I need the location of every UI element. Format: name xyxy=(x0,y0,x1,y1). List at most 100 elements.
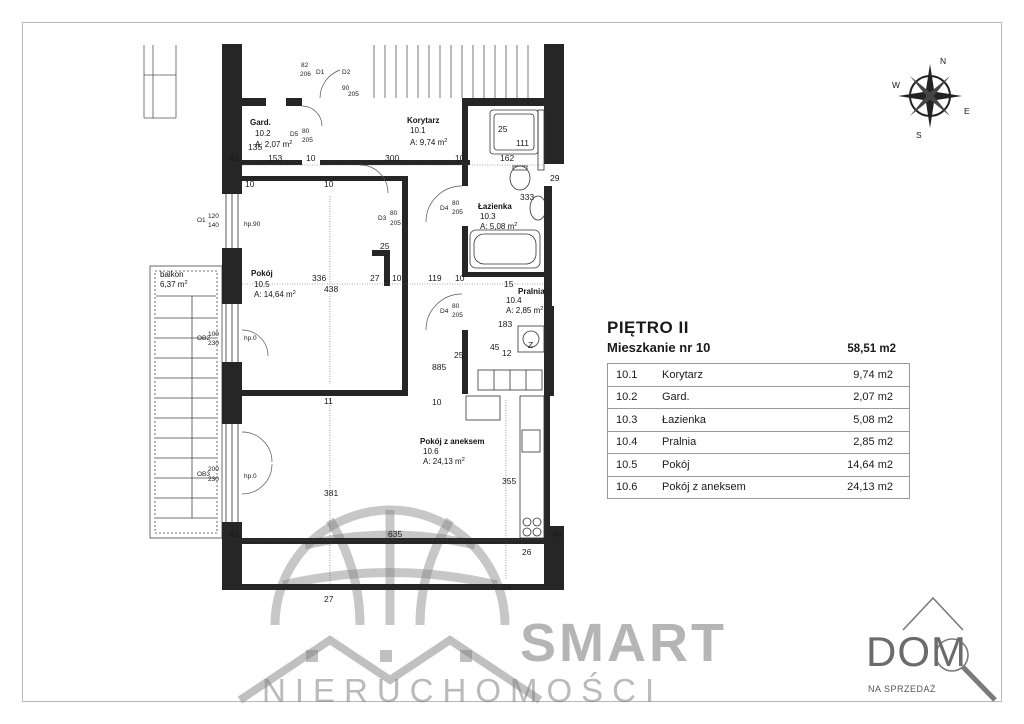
room-num: 10.4 xyxy=(607,430,654,454)
label-korytarz-name: Korytarz xyxy=(407,116,439,125)
door-d4a: D4 xyxy=(440,205,449,212)
washer-z: Z xyxy=(528,340,533,350)
label-aneks-area: A: 24,13 m2 xyxy=(423,457,465,466)
dim-11: 11 xyxy=(324,396,333,406)
label-pokoj-name: Pokój xyxy=(251,269,273,278)
door-d1: D1 xyxy=(316,69,325,76)
compass-w: W xyxy=(892,80,900,90)
window-ob3-w: 200 xyxy=(208,466,219,473)
dim-27a: 27 xyxy=(370,273,380,283)
room-name: Pokój xyxy=(654,453,804,477)
area-superscript: 2 xyxy=(289,140,292,146)
dim-183: 183 xyxy=(498,319,512,329)
door-h205-d3: 205 xyxy=(390,220,401,227)
window-ob2-h: 230 xyxy=(208,340,219,347)
label-pokoj-area: A: 14,64 m2 xyxy=(254,290,296,299)
label-gard-area: A: 2,07 m2 xyxy=(255,140,292,149)
label-lazienka-name: Łazienka xyxy=(478,202,512,211)
door-w80-d5: 80 xyxy=(302,128,310,135)
total-area: 58,51 m2 xyxy=(847,343,896,355)
label-lazienka-num: 10.3 xyxy=(480,212,496,221)
dim-635: 635 xyxy=(388,529,402,539)
door-d3: D3 xyxy=(378,215,387,222)
window-o1-h: 140 xyxy=(208,222,219,229)
window-o1: O1 xyxy=(197,217,206,224)
dim-10b: 10 xyxy=(455,153,465,163)
label-aneks-name: Pokój z aneksem xyxy=(420,437,484,446)
label-balkon-area: 6,37 m2 xyxy=(160,280,188,289)
door-w82: 82 xyxy=(301,62,309,69)
label-gard-name: Gard. xyxy=(250,118,271,127)
dim-25c: 25 xyxy=(454,350,464,360)
door-d4b: D4 xyxy=(440,308,449,315)
label-pralnia-name: Pralnia xyxy=(518,287,545,296)
dim-885: 885 xyxy=(432,362,446,372)
dim-135: 135 xyxy=(248,142,262,152)
dim-45: 45 xyxy=(490,342,500,352)
dim-119: 119 xyxy=(428,273,442,283)
label-aneks-num: 10.6 xyxy=(423,447,439,456)
area-superscript: 2 xyxy=(184,280,187,286)
door-w80-d3: 80 xyxy=(390,210,398,217)
door-d2: D2 xyxy=(342,69,351,76)
door-d5: D5 xyxy=(290,131,299,138)
bathroom-fixtures xyxy=(469,109,547,391)
room-name: Korytarz xyxy=(654,363,804,387)
dim-381: 381 xyxy=(324,488,338,498)
window-hp90: hp.90 xyxy=(244,221,261,228)
dim-10c: 10 xyxy=(245,179,255,189)
dom-brand-name: DOM xyxy=(866,628,967,675)
door-w80-d4a: 80 xyxy=(452,200,460,207)
dim-153: 153 xyxy=(268,153,282,163)
dim-111: 111 xyxy=(516,138,529,148)
dim-438: 438 xyxy=(324,284,338,294)
dom-logo xyxy=(902,596,997,702)
room-area: 2,07 m2 xyxy=(803,385,910,409)
room-area: 24,13 m2 xyxy=(803,475,910,499)
window-squares-watermark xyxy=(306,650,472,662)
dim-25a: 25 xyxy=(498,124,508,134)
room-area: 9,74 m2 xyxy=(803,363,910,387)
area-summary: PIĘTRO II Mieszkanie nr 10 58,51 m2 10.1… xyxy=(607,318,910,499)
dim-10f: 10 xyxy=(455,273,465,283)
dim-26b: 26 xyxy=(502,582,512,592)
smart-houses-watermark xyxy=(237,635,543,704)
area-superscript: 2 xyxy=(444,138,447,144)
room-area: 14,64 m2 xyxy=(803,453,910,477)
dim-12: 12 xyxy=(502,348,512,358)
dim-10a: 10 xyxy=(306,153,316,163)
dom-brand-sub: NA SPRZEDAŻ xyxy=(868,684,937,694)
label-pokoj-num: 10.5 xyxy=(254,280,270,289)
dimension-lines xyxy=(242,164,544,584)
door-h205-d4b: 205 xyxy=(452,312,463,319)
label-balkon-name: balkon xyxy=(160,270,184,279)
windows xyxy=(225,194,239,522)
window-ob3-h: 230 xyxy=(208,476,219,483)
door-h205-d5: 205 xyxy=(302,137,313,144)
drawing-frame xyxy=(22,22,1002,702)
area-superscript: 2 xyxy=(462,457,465,463)
door-h206: 206 xyxy=(300,71,311,78)
dim-336: 336 xyxy=(312,273,326,283)
compass-s: S xyxy=(916,130,922,140)
dim-29: 29 xyxy=(550,173,560,183)
apartment-label: Mieszkanie nr 10 xyxy=(607,340,711,355)
room-num: 10.1 xyxy=(607,363,654,387)
dim-162: 162 xyxy=(500,153,514,163)
room-area: 5,08 m2 xyxy=(803,408,910,432)
dim-42b: 42 xyxy=(229,529,239,539)
dim-25b: 25 xyxy=(380,241,390,251)
dim-10g: 10 xyxy=(432,397,442,407)
dim-15: 15 xyxy=(504,279,514,289)
door-w90: 90 xyxy=(342,85,350,92)
staircase xyxy=(373,45,529,98)
window-hp0a: hp.0 xyxy=(244,335,257,342)
room-name: Gard. xyxy=(654,385,804,409)
